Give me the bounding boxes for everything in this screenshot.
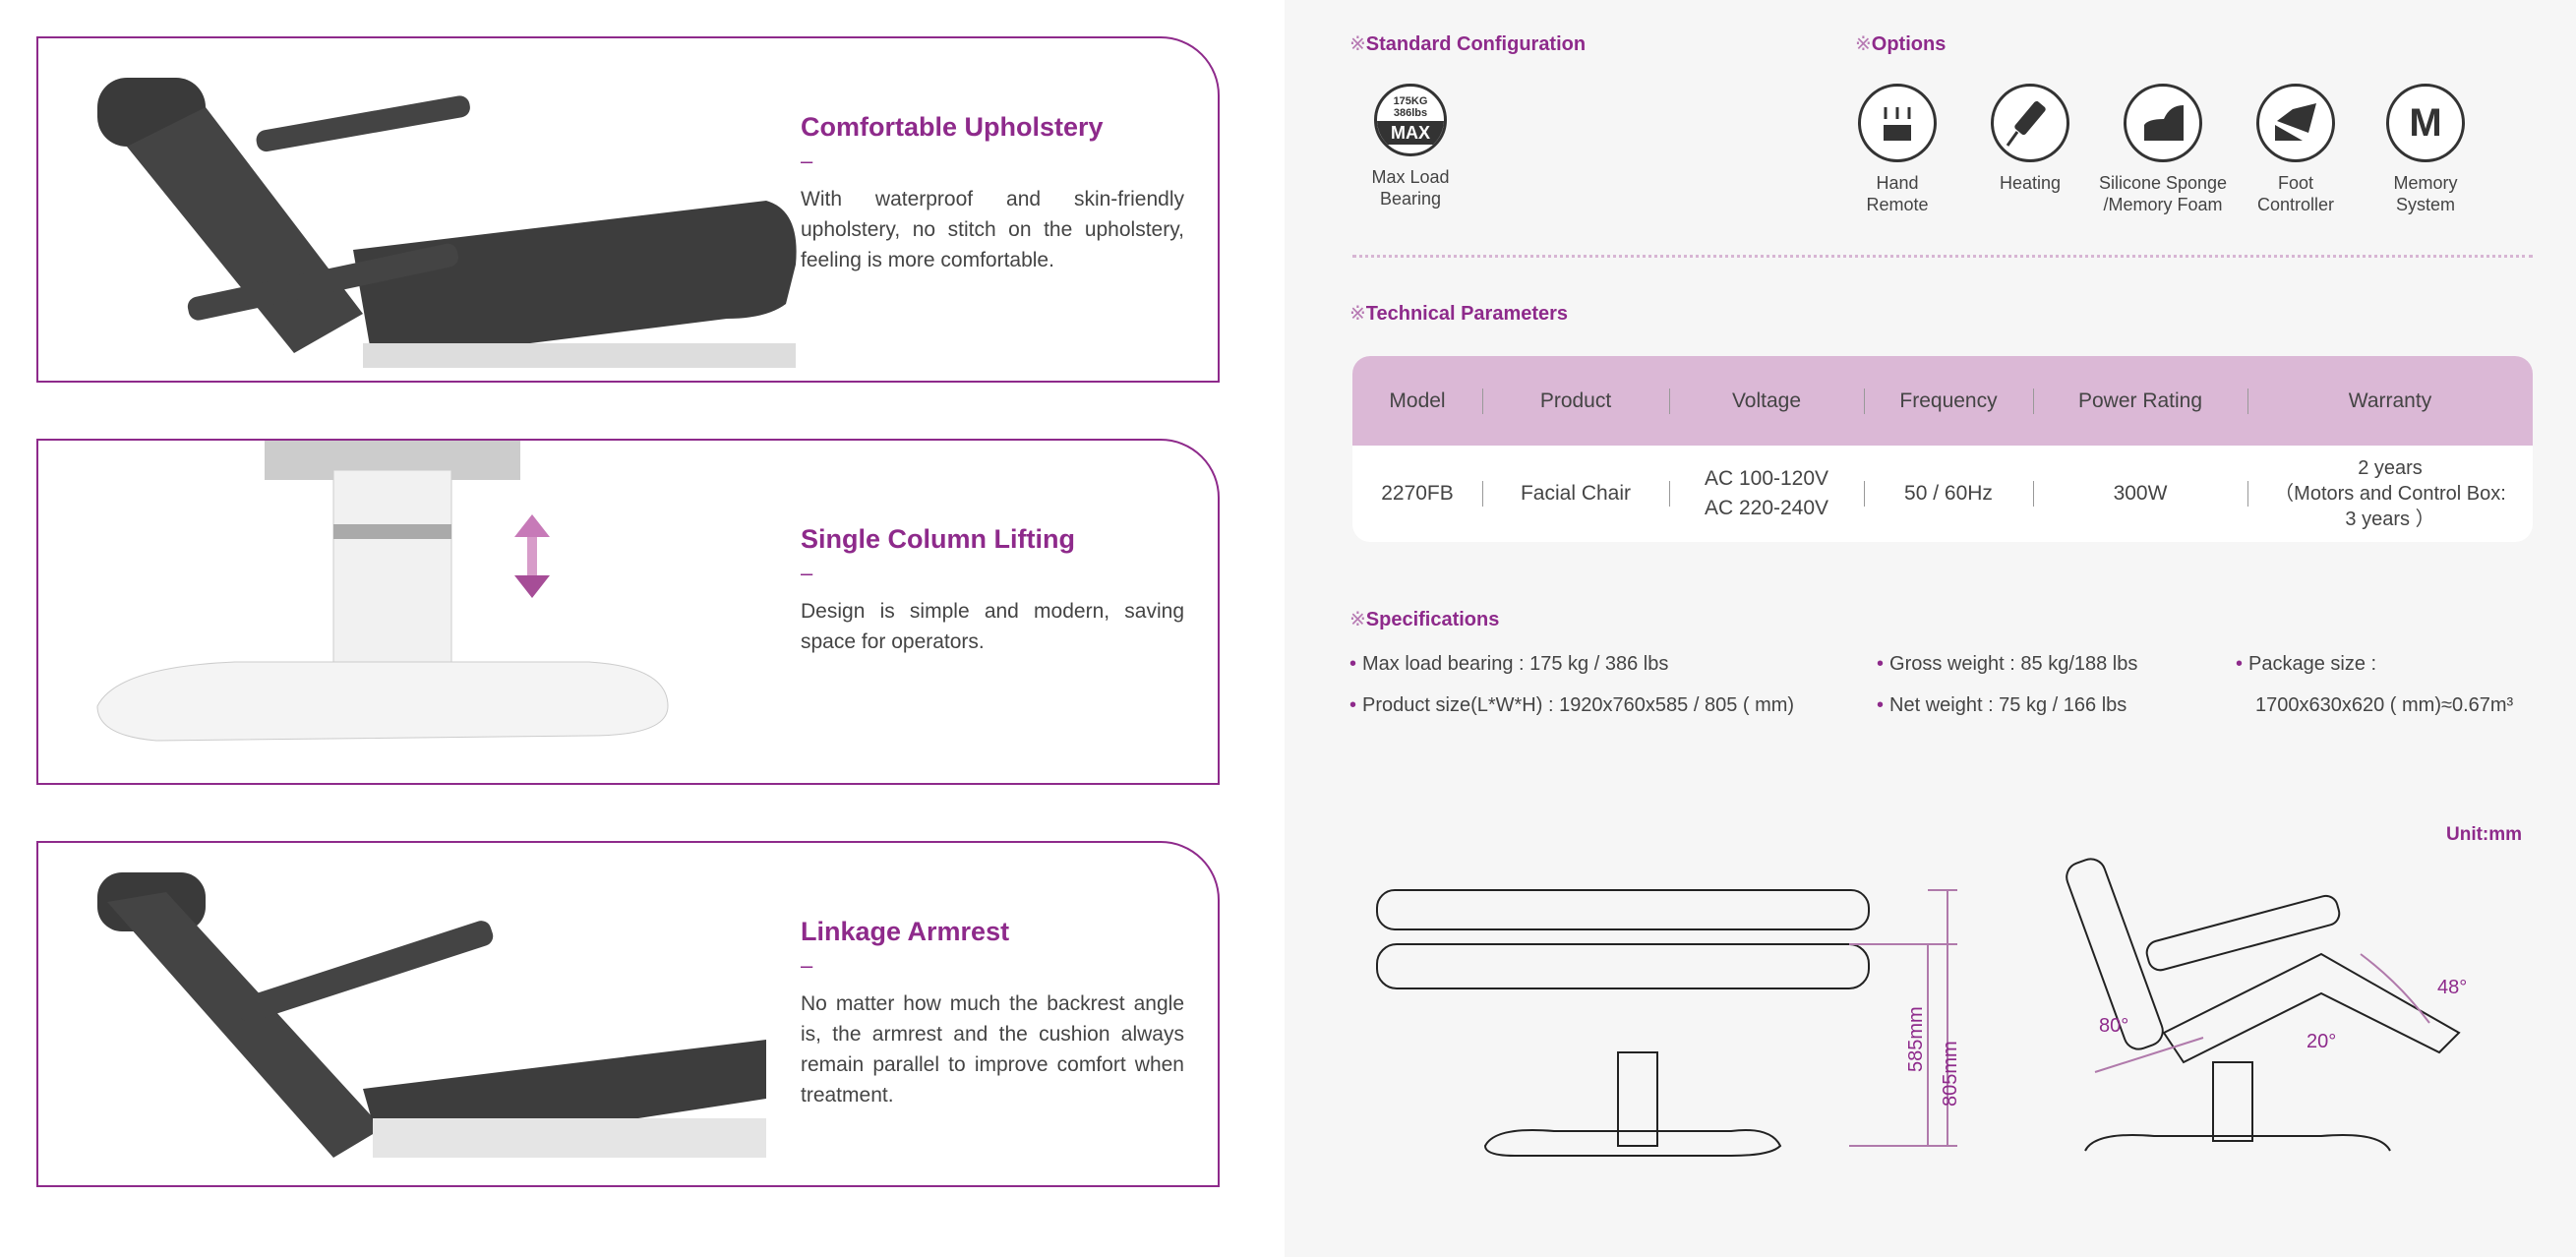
angle-20-label: 20° (2306, 1031, 2337, 1052)
spec-package-label: •Package size : (2236, 653, 2377, 675)
feature-dash: – (801, 561, 813, 585)
feature-dash: – (801, 953, 813, 978)
feature-desc: Design is simple and modern, saving spac… (801, 600, 1184, 653)
foot-controller-icon (2256, 84, 2335, 162)
height-585-label: 585mm (1905, 1006, 1927, 1072)
option-sponge: Silicone Sponge/Memory Foam (2089, 84, 2237, 215)
memory-icon: M (2386, 84, 2465, 162)
feature-desc: No matter how much the backrest angle is… (801, 992, 1184, 1107)
feature-desc: With waterproof and skin-friendly uphols… (801, 188, 1184, 271)
hand-remote-icon (1858, 84, 1937, 162)
options-heading: ※Options (1855, 33, 1947, 55)
spec-net-weight: •Net weight : 75 kg / 166 lbs (1877, 694, 2127, 716)
technical-table: Model Product Voltage Frequency Power Ra… (1352, 356, 2533, 542)
spec-gross-weight: •Gross weight : 85 kg/188 lbs (1877, 653, 2138, 675)
specifications-heading: ※Specifications (1349, 609, 1500, 630)
side-view-drawing (1376, 889, 1957, 1157)
feature-card-lifting: Single Column Lifting – Design is simple… (36, 439, 1220, 785)
height-805-label: 805mm (1940, 1041, 1961, 1107)
feature-title: Comfortable Upholstery (801, 112, 1104, 142)
divider (1352, 255, 2533, 258)
feature-dash: – (801, 149, 813, 173)
option-heating: Heating (1956, 84, 2104, 194)
column-lifting-image (96, 441, 669, 742)
angle-80-label: 80° (2099, 1015, 2129, 1037)
recline-view-drawing (2066, 858, 2461, 1152)
sponge-icon (2124, 84, 2202, 162)
table-header: Model Product Voltage Frequency Power Ra… (1352, 356, 2533, 446)
standard-config-heading: ※Standard Configuration (1349, 33, 1587, 55)
technical-heading: ※Technical Parameters (1349, 303, 1569, 325)
spec-max-load: •Max load bearing : 175 kg / 386 lbs (1349, 653, 1669, 675)
spec-package-value: 1700x630x620 ( mm)≈0.67m³ (2255, 694, 2514, 716)
unit-label: Unit:mm (2446, 824, 2523, 845)
specs-panel (1285, 0, 2576, 1257)
feature-title: Single Column Lifting (801, 524, 1075, 554)
spec-product-size: •Product size(L*W*H) : 1920x760x585 / 80… (1349, 694, 1795, 716)
angle-48-label: 48° (2437, 977, 2468, 998)
features-panel: Comfortable Upholstery – With waterproof… (0, 0, 1285, 1257)
feature-title: Linkage Armrest (801, 917, 1010, 946)
feature-card-upholstery: Comfortable Upholstery – With waterproof… (36, 36, 1220, 383)
heating-icon (1991, 84, 2069, 162)
chair-upholstery-image (97, 78, 797, 368)
feature-card-armrest: Linkage Armrest – No matter how much the… (36, 841, 1220, 1187)
armrest-image (97, 872, 766, 1158)
